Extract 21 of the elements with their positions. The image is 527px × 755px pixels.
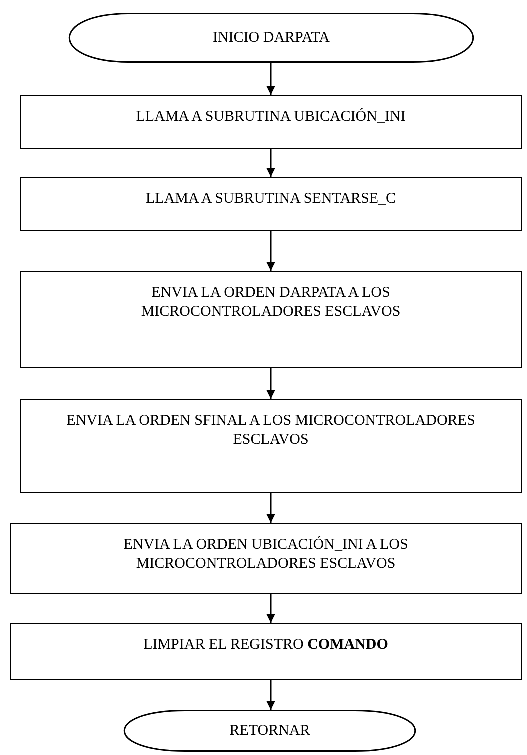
process-box [20, 399, 522, 493]
arrow [266, 493, 276, 523]
process-box [20, 271, 522, 368]
arrow [266, 231, 276, 271]
process-box [20, 177, 522, 231]
step-text: RETORNAR [228, 722, 312, 740]
process-box [20, 95, 522, 149]
arrow [266, 680, 276, 710]
step-text: ENVIA LA ORDEN DARPATA A LOS MICROCONTROLADORES ESCLAVOS [140, 284, 402, 322]
process-box [10, 623, 522, 680]
arrow [266, 63, 276, 95]
arrow [266, 594, 276, 623]
step-text: ENVIA LA ORDEN SFINAL A LOS MICROCONTROLADORES ESCLAVOS [66, 412, 476, 450]
arrow [266, 149, 276, 177]
step-text: ENVIA LA ORDEN UBICACIÓN_INI A LOS MICROCONTROLADORES ESCLAVOS [122, 536, 410, 574]
arrow [266, 368, 276, 399]
step-text: INICIO DARPATA [212, 28, 331, 48]
process-box [10, 523, 522, 594]
step-text: LIMPIAR EL REGISTRO COMANDO [142, 636, 390, 655]
step-text: LLAMA A SUBRUTINA SENTARSE_C [144, 190, 398, 209]
step-text: LLAMA A SUBRUTINA UBICACIÓN_INI [135, 108, 407, 127]
